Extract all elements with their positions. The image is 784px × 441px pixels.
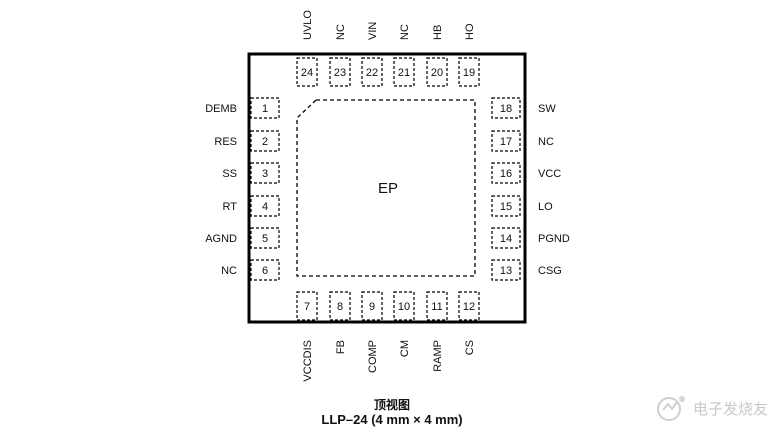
caption-title: 顶视图 xyxy=(373,398,410,412)
watermark: 电子发烧友 xyxy=(655,393,768,423)
pin-number: 23 xyxy=(334,67,346,79)
pin-pad xyxy=(491,195,521,217)
pin-number: 8 xyxy=(337,301,343,313)
pin-label: RES xyxy=(214,136,237,148)
pin-label: VCC xyxy=(538,168,561,180)
pin-pad xyxy=(426,291,448,321)
pin-number: 14 xyxy=(500,233,512,245)
pin-pad xyxy=(426,57,448,87)
pin-label: PGND xyxy=(538,233,570,245)
pin-pad xyxy=(250,97,280,119)
pin-pad xyxy=(491,130,521,152)
pin-number: 6 xyxy=(262,265,268,277)
pin-number: 7 xyxy=(304,301,310,313)
pin-label: CSG xyxy=(538,265,562,277)
pin-pad xyxy=(329,57,351,87)
pin-label: RAMP xyxy=(432,340,444,372)
pin-pad xyxy=(458,291,480,321)
pin-label: LO xyxy=(538,201,553,213)
pin-number: 3 xyxy=(262,168,268,180)
pin-number: 21 xyxy=(398,67,410,79)
pin-pad xyxy=(250,195,280,217)
pin-label: CM xyxy=(399,340,411,357)
pin-number: 24 xyxy=(301,67,313,79)
pin-pad xyxy=(361,291,383,321)
pin-label: UVLO xyxy=(302,10,314,40)
pin-label: CS xyxy=(464,340,476,355)
pin-pad xyxy=(458,57,480,87)
pin-number: 4 xyxy=(262,201,268,213)
pin-label: SW xyxy=(538,103,556,115)
pin-label: HO xyxy=(464,23,476,40)
pin-pad xyxy=(250,130,280,152)
pin-pad xyxy=(393,291,415,321)
pin-pad xyxy=(250,259,280,281)
pin-number: 15 xyxy=(500,201,512,213)
pin-label: RT xyxy=(223,201,238,213)
pin-label: VIN xyxy=(367,22,379,40)
pin-label: NC xyxy=(538,136,554,148)
pin-pad xyxy=(491,97,521,119)
pin-number: 16 xyxy=(500,168,512,180)
pin-label: DEMB xyxy=(205,103,237,115)
pin-number: 1 xyxy=(262,103,268,115)
pins-layer: 1 DEMB 2 RES 3 SS 4 RT 5 AGND 6 NC 13 CSG 14 PGND 15 LO 16… xyxy=(205,10,570,382)
caption-package: LLP–24 (4 mm × 4 mm) xyxy=(321,412,463,427)
pin-pad xyxy=(329,291,351,321)
watermark-logo-icon xyxy=(656,396,685,421)
pin-number: 5 xyxy=(262,233,268,245)
pin-label: SS xyxy=(222,168,237,180)
pin-pad xyxy=(393,57,415,87)
exposed-pad-label: EP xyxy=(378,180,398,197)
pin-pad xyxy=(296,291,318,321)
pin-label: NC xyxy=(221,265,237,277)
pin-number: 20 xyxy=(431,67,443,79)
pin-label: VCCDIS xyxy=(302,340,314,382)
pin-pad xyxy=(250,227,280,249)
pin-number: 9 xyxy=(369,301,375,313)
package-outline xyxy=(247,52,527,324)
pin-label: NC xyxy=(399,24,411,40)
pin-pad xyxy=(296,57,318,87)
pin-pad xyxy=(491,227,521,249)
pin-label: HB xyxy=(432,25,444,40)
pin-label: AGND xyxy=(205,233,237,245)
exposed-pad xyxy=(296,99,476,277)
pin-label: NC xyxy=(335,24,347,40)
pin-label: FB xyxy=(335,340,347,354)
pin-number: 18 xyxy=(500,103,512,115)
pin-number: 22 xyxy=(366,67,378,79)
pin-number: 12 xyxy=(463,301,475,313)
pin-pad xyxy=(250,162,280,184)
pin-pad xyxy=(491,162,521,184)
pin-number: 17 xyxy=(500,136,512,148)
pin-pad xyxy=(491,259,521,281)
pin-number: 10 xyxy=(398,301,410,313)
watermark-text: 电子发烧友 xyxy=(692,399,768,418)
pin-pad xyxy=(361,57,383,87)
pin-number: 2 xyxy=(262,136,268,148)
pin-number: 11 xyxy=(431,301,442,313)
pin-label: COMP xyxy=(367,340,379,373)
pin-number: 19 xyxy=(463,67,475,79)
pin-number: 13 xyxy=(500,265,512,277)
